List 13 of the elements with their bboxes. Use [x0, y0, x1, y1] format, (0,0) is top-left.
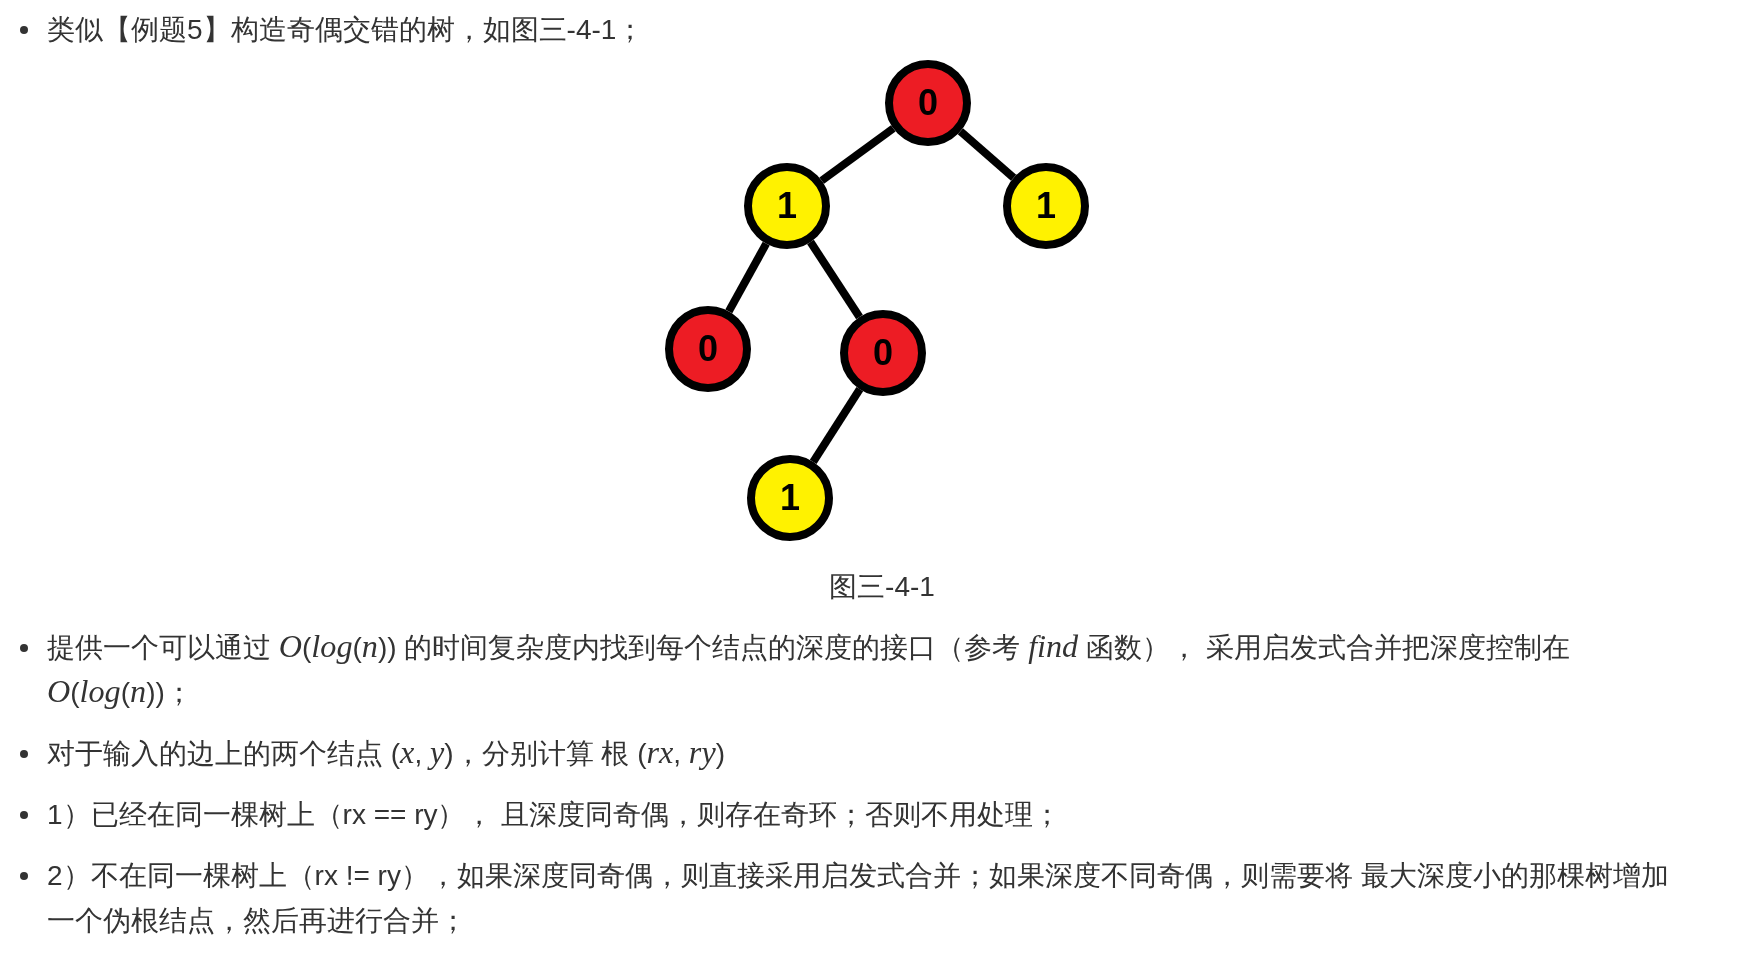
bullet-text: 提供一个可以通过 O(log(n)) 的时间复杂度内找到每个结点的深度的接口（参考 find 函数）， 采用启发式合并把深度控制在 O(log(n))；	[47, 627, 1571, 711]
node-value: 1	[777, 188, 797, 224]
node-value: 0	[873, 335, 893, 371]
bullet-text: 2）不在同一棵树上（rx != ry），如果深度同奇偶，则直接采用启发式合并；如果深度不同奇偶，则需要将 最大深度小的那棵树增加一个伪根结点，然后再进行合并；	[47, 859, 1670, 938]
node-value: 0	[918, 85, 938, 121]
node-value: 1	[780, 480, 800, 516]
node-value: 1	[1036, 188, 1056, 224]
tree-edge	[957, 128, 1017, 181]
figure-caption: 图三-4-1	[829, 570, 935, 604]
bullet-text: 类似【例题5】构造奇偶交错的树，如图三-4-1；	[47, 13, 646, 47]
bullet-text: 1）已经在同一棵树上（rx == ry）， 且深度同奇偶，则存在奇环；否则不用处理；	[47, 798, 1063, 832]
bullet-text: 对于输入的边上的两个结点 (x, y)，分别计算 根 (rx, ry)	[47, 733, 726, 772]
node-value: 0	[698, 331, 718, 367]
